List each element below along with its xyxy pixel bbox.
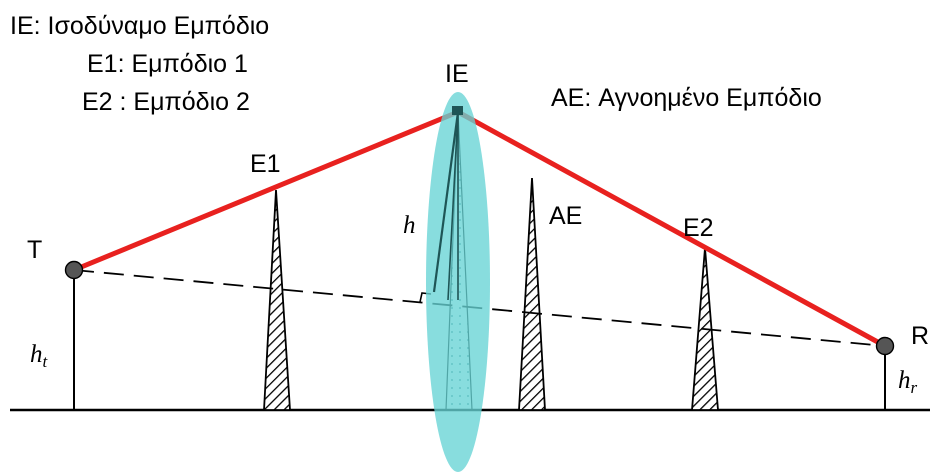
label-e2: E2 — [683, 214, 714, 242]
height-line-h-2 — [447, 111, 459, 301]
transmitter-node — [64, 260, 84, 280]
height-line-h — [432, 111, 460, 293]
label-ie: IE — [445, 60, 469, 88]
obstacle-ae — [518, 177, 546, 411]
label-hr: hr — [898, 367, 918, 397]
label-ht: ht — [30, 341, 49, 371]
legend-ae: AE: Αγνοημένο Εμπόδιο — [551, 84, 822, 112]
label-ae: AE — [549, 202, 582, 230]
receiver-node — [875, 336, 895, 356]
obstacle-e1 — [263, 189, 291, 411]
legend-e1: E1: Εμπόδιο 1 — [87, 50, 248, 78]
legend-e2: E2 : Εμπόδιο 2 — [82, 88, 250, 116]
label-e1: E1 — [250, 150, 281, 178]
apex-marker — [452, 106, 463, 115]
legend-ie: IE: Ισοδύναμο Εμπόδιο — [10, 12, 269, 40]
label-t: T — [27, 236, 42, 264]
label-r: R — [911, 322, 929, 350]
label-h: h — [403, 212, 416, 239]
